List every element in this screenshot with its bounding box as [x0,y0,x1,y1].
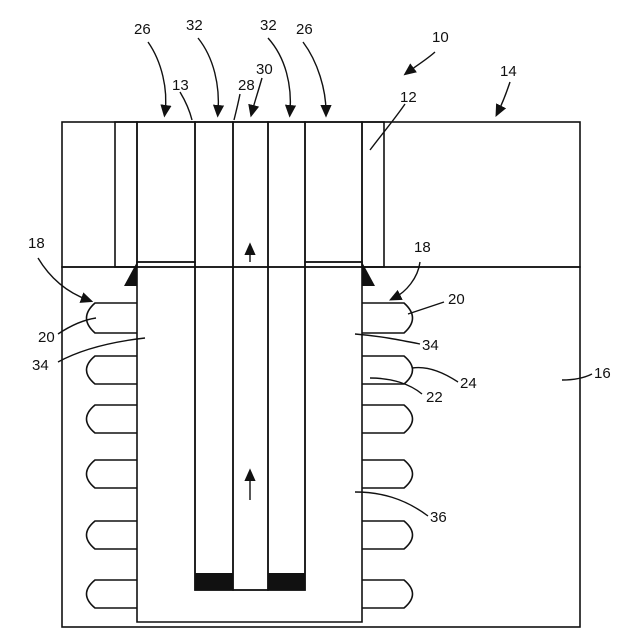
label-20-left: 20 [38,329,55,346]
leader-22 [370,378,422,394]
leader-34-right [355,334,420,344]
crosshatched-body [137,262,362,622]
label-24: 24 [460,375,477,392]
fin-left-3 [87,405,138,433]
fin-left-6 [87,580,138,608]
leader-24 [412,368,458,382]
label-18-left: 18 [28,235,45,252]
fin-right-4 [362,460,413,488]
leader-36 [355,492,428,516]
label-12: 12 [400,89,417,106]
fins-right [362,303,413,608]
column-right [305,122,362,262]
label-26-left: 26 [134,21,151,38]
reference-labels: 26 32 32 26 10 14 30 13 28 12 18 18 20 2… [28,17,611,526]
label-32-left: 32 [186,17,203,34]
leader-18-left [38,258,88,300]
leader-20-left [58,318,96,334]
label-10: 10 [432,29,449,46]
label-26-right: 26 [296,21,313,38]
leader-lines [38,38,592,516]
sleeve-right [362,122,384,267]
leader-26-right [303,42,326,112]
shoulder-wedge-right [362,262,375,286]
leader-20-right [408,302,444,314]
fin-right-6 [362,580,413,608]
leader-12 [370,104,405,150]
label-32-right: 32 [260,17,277,34]
leader-14 [498,82,510,112]
label-36: 36 [430,509,447,526]
fin-right-1 [362,303,413,333]
fin-right-3 [362,405,413,433]
fin-left-2 [87,356,138,384]
leader-26-left [148,42,166,112]
fin-right-5 [362,521,413,549]
leader-32-left [198,38,218,112]
leader-10 [408,52,435,72]
label-30: 30 [256,61,273,78]
label-28: 28 [238,77,255,94]
upper-layer [62,122,580,267]
label-14: 14 [500,63,517,80]
leader-13 [180,92,192,120]
fin-left-5 [87,521,138,549]
label-18-right: 18 [414,239,431,256]
leader-34-left [58,338,145,362]
label-20-right: 20 [448,291,465,308]
shoulder-wedge-left [124,262,137,286]
label-34-right: 34 [422,337,439,354]
leader-28 [234,94,240,120]
label-16: 16 [594,365,611,382]
strip-left [195,122,233,590]
bottom-block-left [195,573,233,590]
leader-16 [562,374,592,380]
fin-left-4 [87,460,138,488]
column-left [137,122,195,262]
bottom-block-right [268,573,305,590]
center-channel [233,122,268,590]
fins-left [87,303,138,608]
label-22: 22 [426,389,443,406]
sleeve-left [115,122,137,267]
lower-region [62,267,580,627]
strip-right [268,122,305,590]
label-34-left: 34 [32,357,49,374]
label-13: 13 [172,77,189,94]
